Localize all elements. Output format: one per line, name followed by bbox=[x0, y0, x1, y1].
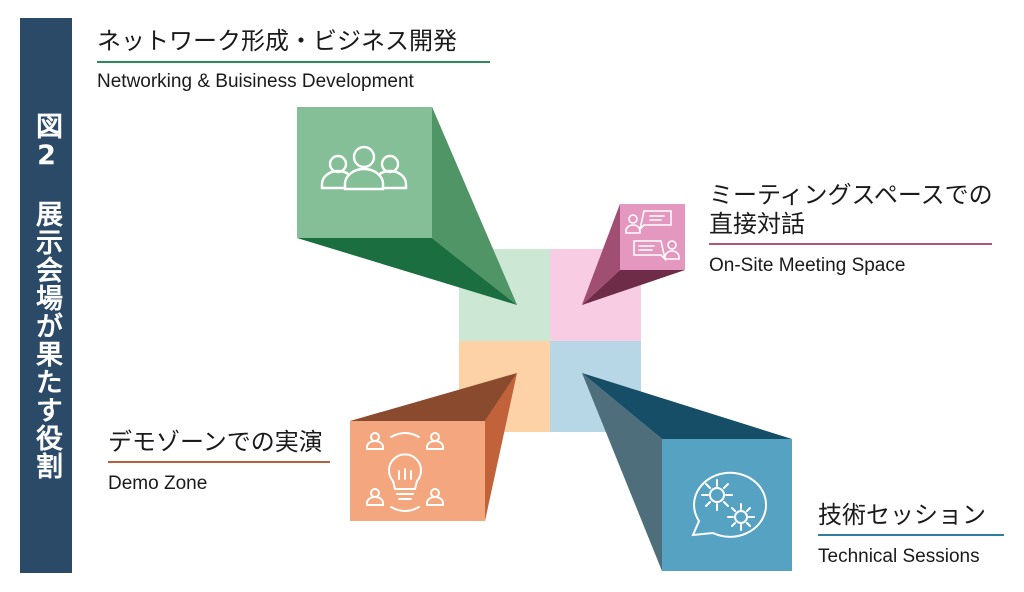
technical-beam bbox=[582, 373, 792, 571]
networking-label-en: Networking & Buisiness Development bbox=[97, 71, 414, 92]
figure-title-bar: 図2 展示会場が果たす役割 bbox=[20, 18, 72, 573]
demo-beam bbox=[350, 373, 517, 521]
conversation-icon bbox=[625, 210, 680, 262]
demo-label-en: Demo Zone bbox=[108, 473, 208, 494]
demo-rule bbox=[108, 461, 330, 463]
technical-label-ja: 技術セッション bbox=[818, 501, 986, 529]
meeting-label-en: On-Site Meeting Space bbox=[709, 255, 906, 276]
people-group-icon bbox=[320, 145, 408, 191]
technical-rule bbox=[818, 534, 1004, 536]
speech-gears-icon bbox=[691, 471, 768, 538]
technical-label-en: Technical Sessions bbox=[818, 546, 980, 567]
networking-rule bbox=[97, 61, 490, 63]
networking-label-ja: ネットワーク形成・ビジネス開発 bbox=[97, 27, 457, 55]
demo-label-ja: デモゾーンでの実演 bbox=[108, 428, 323, 456]
lightbulb-people-icon bbox=[366, 432, 444, 512]
meeting-label-ja-line1: ミーティングスペースでの bbox=[709, 181, 993, 209]
figure-title: 図2 展示会場が果たす役割 bbox=[31, 111, 62, 480]
networking-beam bbox=[297, 107, 517, 305]
meeting-rule bbox=[709, 243, 992, 245]
meeting-label-ja-line2: 直接対話 bbox=[709, 210, 805, 238]
